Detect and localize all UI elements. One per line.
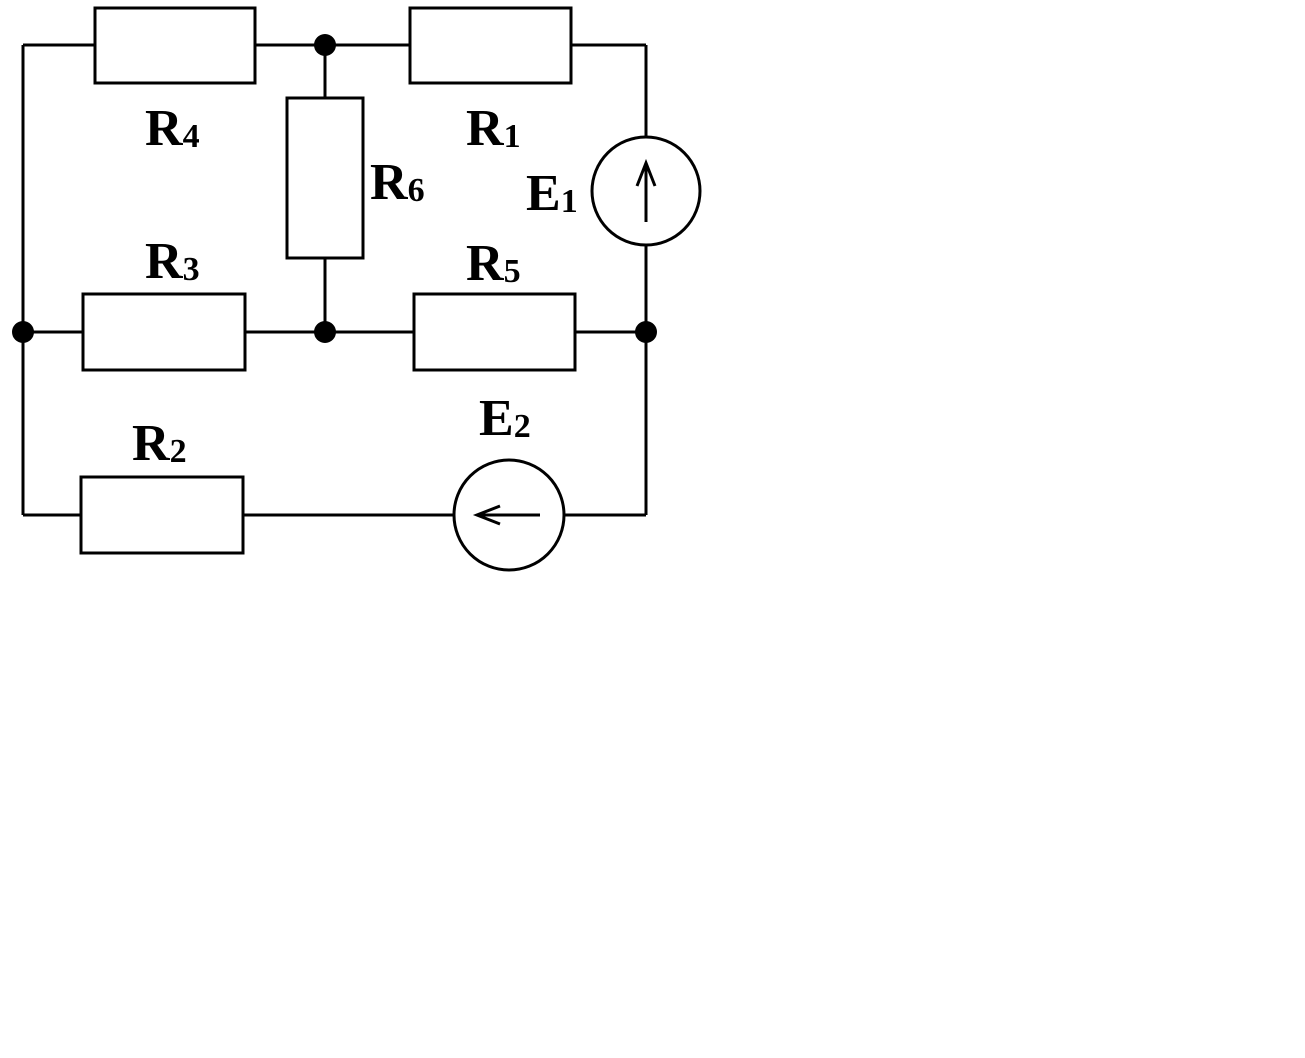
junction-node-top bbox=[314, 34, 336, 56]
label-e2: E2 bbox=[479, 390, 531, 447]
resistor-r6 bbox=[285, 96, 365, 260]
resistor-r3 bbox=[81, 292, 247, 372]
label-e1: E1 bbox=[526, 165, 578, 222]
source-e2 bbox=[452, 458, 566, 572]
resistor-r2 bbox=[79, 475, 245, 555]
resistor-r4 bbox=[93, 6, 257, 85]
arrow-up-head bbox=[635, 158, 657, 187]
label-r4: R4 bbox=[145, 100, 200, 157]
label-r6: R6 bbox=[370, 154, 425, 211]
junction-node-left bbox=[12, 321, 34, 343]
source-e1 bbox=[590, 135, 702, 247]
resistor-r5 bbox=[412, 292, 577, 372]
junction-node-center bbox=[314, 321, 336, 343]
label-r5: R5 bbox=[466, 235, 521, 292]
resistor-r1 bbox=[408, 6, 573, 85]
arrow-left-head bbox=[472, 504, 501, 526]
label-r2: R2 bbox=[132, 415, 187, 472]
junction-node-right bbox=[635, 321, 657, 343]
label-r1: R1 bbox=[466, 100, 521, 157]
label-r3: R3 bbox=[145, 233, 200, 290]
